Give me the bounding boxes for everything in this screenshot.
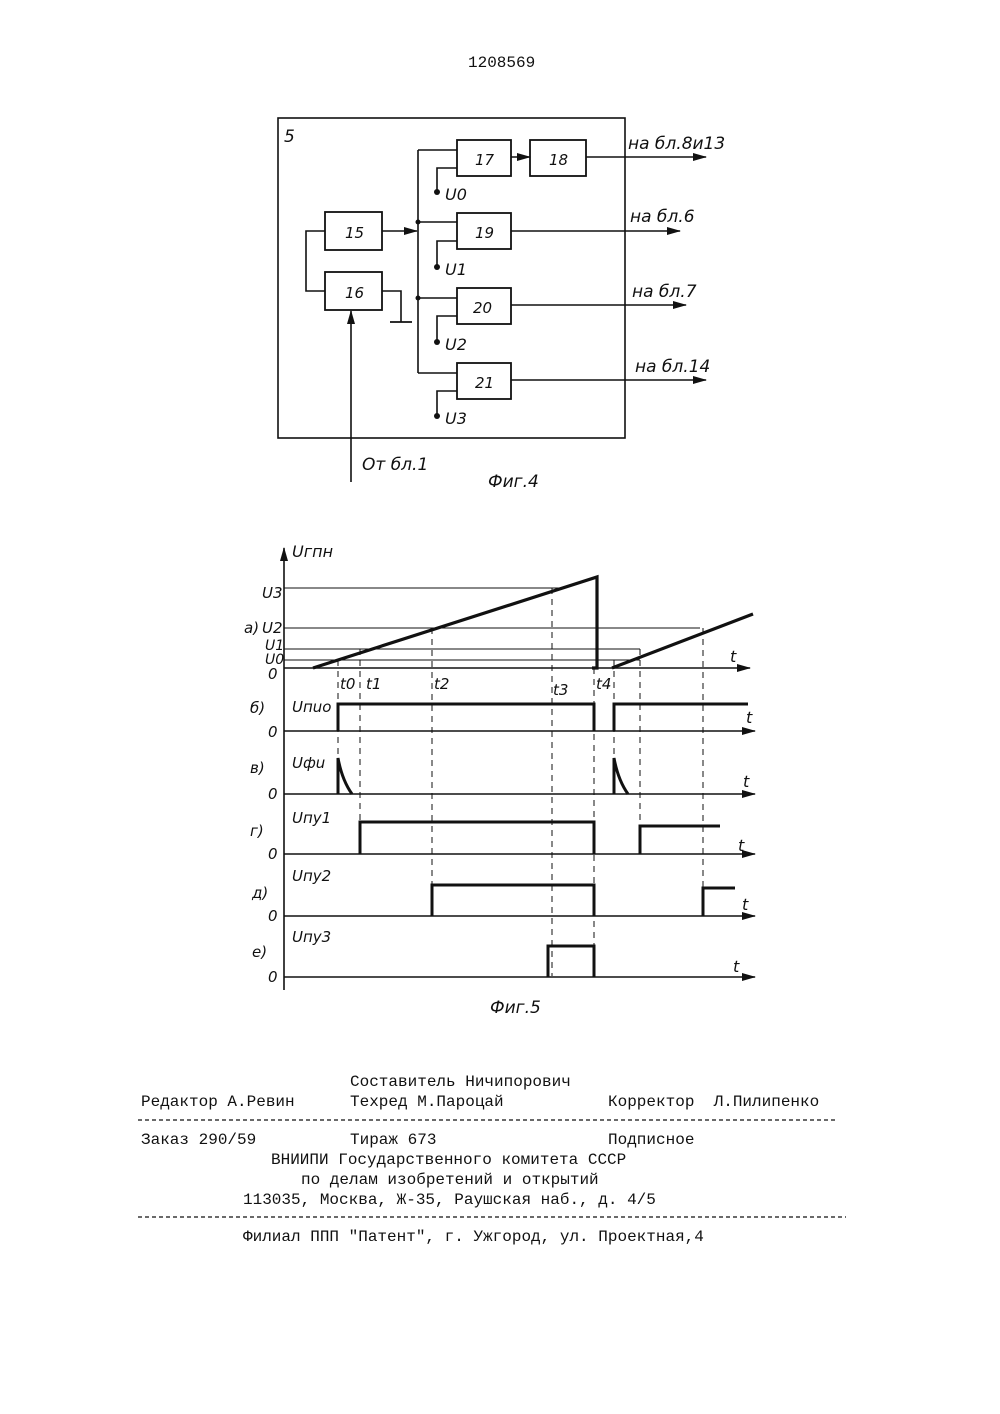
signal-d-pulse-1: [360, 822, 594, 854]
signal-e-pulse-1: [432, 885, 594, 916]
level-u2-label: U2: [262, 619, 283, 637]
row-f-t-label: t: [733, 957, 740, 976]
signal-c-spike-2: [614, 758, 628, 794]
row-b-letter: б): [250, 699, 265, 717]
signal-b-pulse-2: [614, 704, 748, 731]
row-c-signal: Uфu: [292, 754, 325, 772]
output-8-13-label: на бл.8и13: [628, 134, 725, 154]
block-5-label: 5: [284, 127, 295, 147]
editor: Редактор А.Ревин: [141, 1093, 295, 1111]
block-16-label: 16: [345, 284, 364, 302]
input-label: От бл.1: [362, 455, 428, 475]
fig5-timing-diagram: Uгпн U3 U2 U1 U0 0 а) t t0 t1 t2 t3 t4: [244, 542, 755, 1018]
row-c-t-label: t: [743, 772, 750, 791]
branch: Филиал ППП "Патент", г. Ужгород, ул. Про…: [243, 1228, 704, 1246]
voltage-u1-label: U1: [445, 260, 467, 279]
row-e-letter: д): [251, 884, 268, 902]
t3-label: t3: [553, 681, 568, 699]
voltage-u3-label: U3: [445, 409, 467, 428]
block-17-label: 17: [475, 151, 495, 169]
row-c-zero: 0: [268, 785, 278, 803]
row-e-signal: Uпу2: [292, 867, 331, 885]
signal-d-pulse-2: [640, 826, 720, 854]
block-15-label: 15: [345, 224, 364, 242]
circulation: Тираж 673: [350, 1131, 436, 1149]
row-d-signal: Uпу1: [292, 809, 331, 827]
block-18-label: 18: [549, 151, 568, 169]
signal-f-pulse: [548, 946, 594, 977]
fig5-ylabel: Uгпн: [292, 542, 333, 561]
row-d-zero: 0: [268, 845, 278, 863]
output-7-label: на бл.7: [632, 282, 697, 302]
techred: Техред М.Пароцай: [350, 1093, 504, 1111]
corrector: Корректор Л.Пилипенко: [608, 1093, 819, 1111]
t2-label: t2: [434, 675, 449, 693]
signal-c-spike-1: [338, 758, 352, 794]
signal-e-pulse-2: [703, 888, 735, 916]
row-c-letter: в): [250, 759, 265, 777]
row-f-letter: е): [252, 943, 267, 961]
fig4-caption: Фиг.4: [488, 472, 539, 492]
t0-label: t0: [340, 675, 355, 693]
subscription: Подписное: [608, 1131, 694, 1149]
output-6-label: на бл.6: [630, 207, 695, 227]
t4-label: t4: [596, 675, 611, 693]
block-19-label: 19: [475, 224, 494, 242]
row-a-t-label: t: [730, 647, 737, 666]
fig5-caption: Фиг.5: [490, 998, 541, 1018]
fig4-block-diagram: 5 15 16 17 18 19 20 21: [278, 118, 725, 492]
row-f-zero: 0: [268, 968, 278, 986]
signal-b-pulse-1: [338, 704, 594, 731]
t1-label: t1: [366, 675, 381, 693]
row-a-letter: а): [244, 619, 259, 637]
row-e-zero: 0: [268, 907, 278, 925]
row-b-zero: 0: [268, 723, 278, 741]
org-line-2: по делам изобретений и открытий: [301, 1171, 599, 1189]
sawtooth-ramp-1: [313, 577, 597, 668]
row-d-t-label: t: [738, 836, 745, 855]
compiler: Составитель Ничипорович: [350, 1073, 571, 1091]
row-b-signal: Uпuo: [292, 698, 331, 716]
row-b-t-label: t: [746, 708, 753, 727]
row-e-t-label: t: [742, 895, 749, 914]
org-line-3: 113035, Москва, Ж-35, Раушская наб., д. …: [243, 1191, 656, 1209]
voltage-u2-label: U2: [445, 335, 467, 354]
block-21-label: 21: [475, 374, 494, 392]
order: Заказ 290/59: [141, 1131, 256, 1149]
row-a-zero: 0: [268, 665, 278, 683]
row-f-signal: Uпу3: [292, 928, 331, 946]
block-20-label: 20: [473, 299, 492, 317]
voltage-u0-label: U0: [445, 185, 467, 204]
row-d-letter: г): [250, 822, 264, 840]
level-u3-label: U3: [262, 584, 283, 602]
output-14-label: на бл.14: [635, 357, 710, 377]
org-line-1: ВНИИПИ Государственного комитета СССР: [271, 1151, 626, 1169]
